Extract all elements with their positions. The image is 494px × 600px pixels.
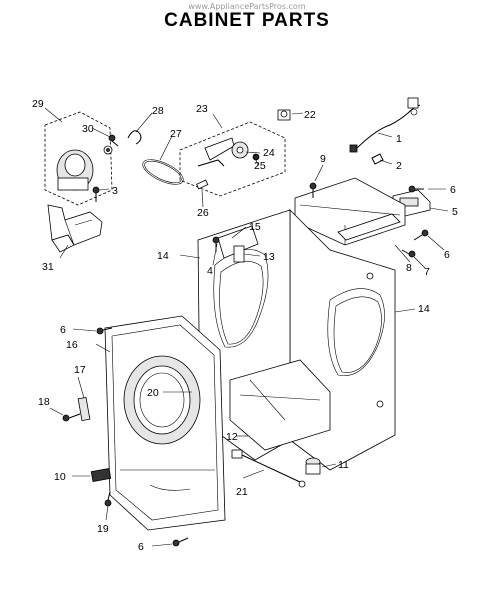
callout-17: 17	[74, 364, 86, 376]
door-strike	[77, 397, 91, 421]
callout-18: 18	[38, 396, 50, 408]
callout-25: 25	[254, 160, 266, 172]
callout-6-front: 6	[60, 324, 66, 336]
spring-clip-28	[127, 130, 142, 145]
diagram-title: CABINET PARTS	[164, 10, 330, 31]
callout-23: 23	[196, 103, 208, 115]
callout-2: 2	[396, 160, 402, 172]
callout-13: 13	[263, 251, 275, 263]
callout-14-right: 14	[418, 303, 430, 315]
callout-7: 7	[424, 266, 430, 278]
callout-22: 22	[304, 109, 316, 121]
callout-29: 29	[32, 98, 44, 110]
callout-5: 5	[452, 206, 458, 218]
callout-24: 24	[263, 147, 275, 159]
callout-30: 30	[82, 123, 94, 135]
front-panel	[104, 315, 226, 531]
harness-cable	[231, 449, 306, 488]
cabinet-base	[229, 359, 331, 451]
callout-4: 4	[207, 265, 213, 277]
group-box-29	[44, 111, 113, 206]
callout-28: 28	[152, 105, 164, 117]
callout-12: 12	[226, 431, 238, 443]
callout-6-right: 6	[444, 249, 450, 261]
callout-14-left: 14	[157, 250, 169, 262]
callout-11: 11	[338, 459, 349, 471]
callout-6-bottom: 6	[138, 541, 144, 553]
callout-6-topright: 6	[450, 184, 456, 196]
power-cord	[349, 97, 421, 153]
leveling-foot	[305, 457, 321, 475]
idler-assembly-group	[179, 121, 286, 197]
idler-pin	[196, 179, 209, 190]
callout-numbers: 29 30 28 27 23 22 24 25 26 3 31 1 2 9 6 …	[32, 98, 458, 553]
dryer-cabinet	[197, 177, 406, 471]
top-rail-bracket	[337, 213, 401, 241]
callout-26: 26	[197, 207, 209, 219]
screw-3	[92, 186, 100, 202]
callout-15: 15	[249, 221, 261, 233]
leader-lines	[44, 107, 449, 547]
callout-3: 3	[112, 185, 118, 197]
callout-19: 19	[97, 523, 109, 535]
callout-16: 16	[66, 339, 78, 351]
callout-1: 1	[396, 133, 402, 145]
top-bracket	[217, 225, 259, 259]
bracket-13	[233, 245, 245, 263]
motor-mount-bracket	[47, 204, 103, 253]
callout-20: 20	[147, 387, 159, 399]
screws	[62, 134, 429, 547]
watermark: www.AppliancePartsPros.com	[188, 2, 306, 11]
cord-clip	[371, 153, 384, 165]
callout-10: 10	[54, 471, 66, 483]
motor-assembly-group	[44, 111, 113, 206]
callout-9: 9	[320, 153, 326, 165]
lint-screen-part	[90, 468, 112, 482]
callout-31: 31	[42, 261, 54, 273]
group-box-23	[179, 121, 286, 197]
part-22	[277, 109, 291, 121]
callout-27: 27	[170, 128, 182, 140]
callout-21: 21	[236, 486, 248, 498]
callout-8: 8	[406, 262, 412, 274]
